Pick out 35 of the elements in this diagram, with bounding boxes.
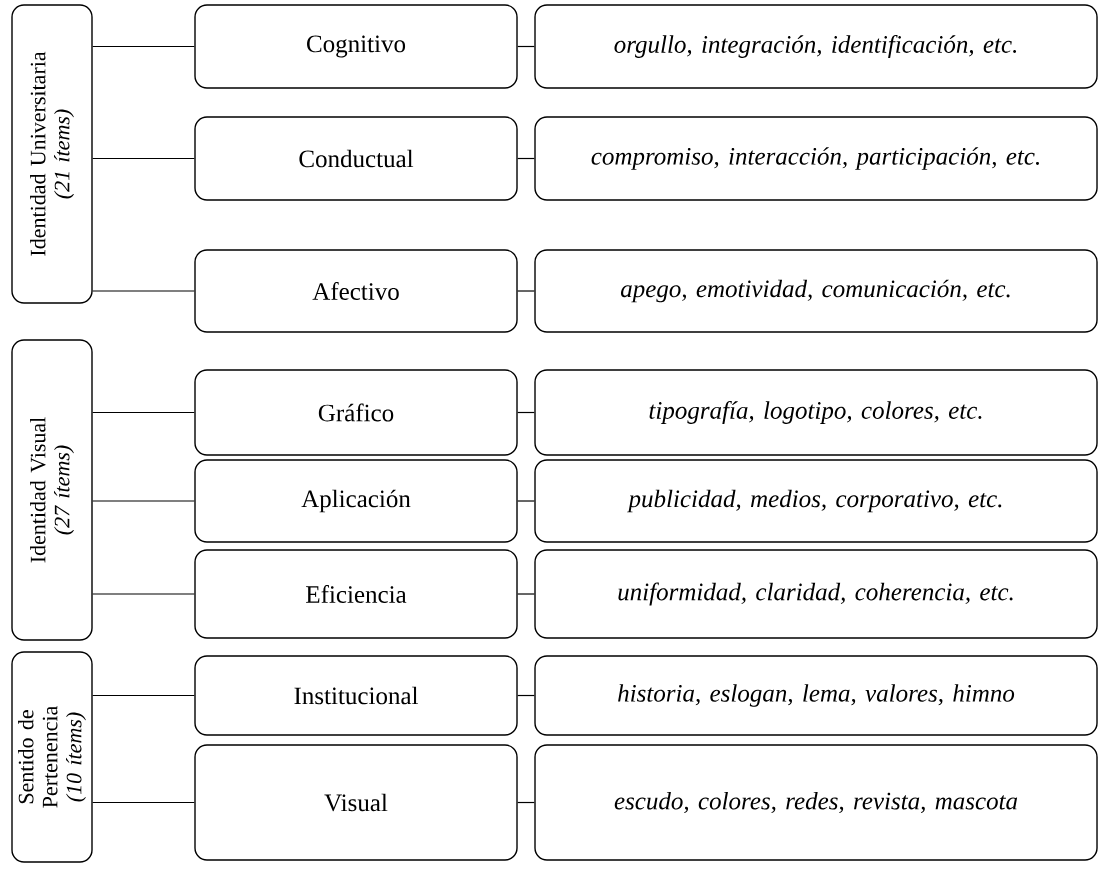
connector-line xyxy=(517,157,535,160)
dimension-box: Conductual xyxy=(194,116,518,201)
connector-line xyxy=(92,694,195,697)
category-box: Sentido de Pertenencia (10 ítems) xyxy=(11,651,93,863)
connector-line xyxy=(92,500,195,502)
examples-box: uniformidad, claridad, coherencia, etc. xyxy=(534,549,1098,639)
connector-line xyxy=(92,157,195,160)
examples-box: orgullo, integración, identificación, etc. xyxy=(534,4,1098,89)
connector-line xyxy=(517,801,535,804)
connector-line xyxy=(517,593,535,595)
dimension-box: Cognitivo xyxy=(194,4,518,89)
dimension-box: Visual xyxy=(194,744,518,861)
category-box: Identidad Universitaria (21 ítems) xyxy=(11,4,93,304)
connector-line xyxy=(517,500,535,502)
connector-line xyxy=(517,694,535,697)
dimension-box: Eficiencia xyxy=(194,549,518,639)
dimension-box: Aplicación xyxy=(194,459,518,543)
connector-line xyxy=(517,411,535,414)
category-box: Identidad Visual (27 ítems) xyxy=(11,339,93,641)
examples-box: apego, emotividad, comunicación, etc. xyxy=(534,249,1098,333)
connector-line xyxy=(92,411,195,414)
examples-box: historia, eslogan, lema, valores, himno xyxy=(534,655,1098,736)
dimension-box: Afectivo xyxy=(194,249,518,333)
connector-line xyxy=(92,801,195,804)
examples-box: tipografía, logotipo, colores, etc. xyxy=(534,369,1098,456)
examples-box: escudo, colores, redes, revista, mascota xyxy=(534,744,1098,861)
connector-line xyxy=(92,45,195,48)
examples-box: compromiso, interacción, participación, etc. xyxy=(534,116,1098,201)
examples-box: publicidad, medios, corporativo, etc. xyxy=(534,459,1098,543)
connector-line xyxy=(92,290,195,292)
connector-line xyxy=(517,45,535,48)
dimension-box: Gráfico xyxy=(194,369,518,456)
dimension-box: Institucional xyxy=(194,655,518,736)
connector-line xyxy=(92,593,195,595)
connector-line xyxy=(517,290,535,292)
